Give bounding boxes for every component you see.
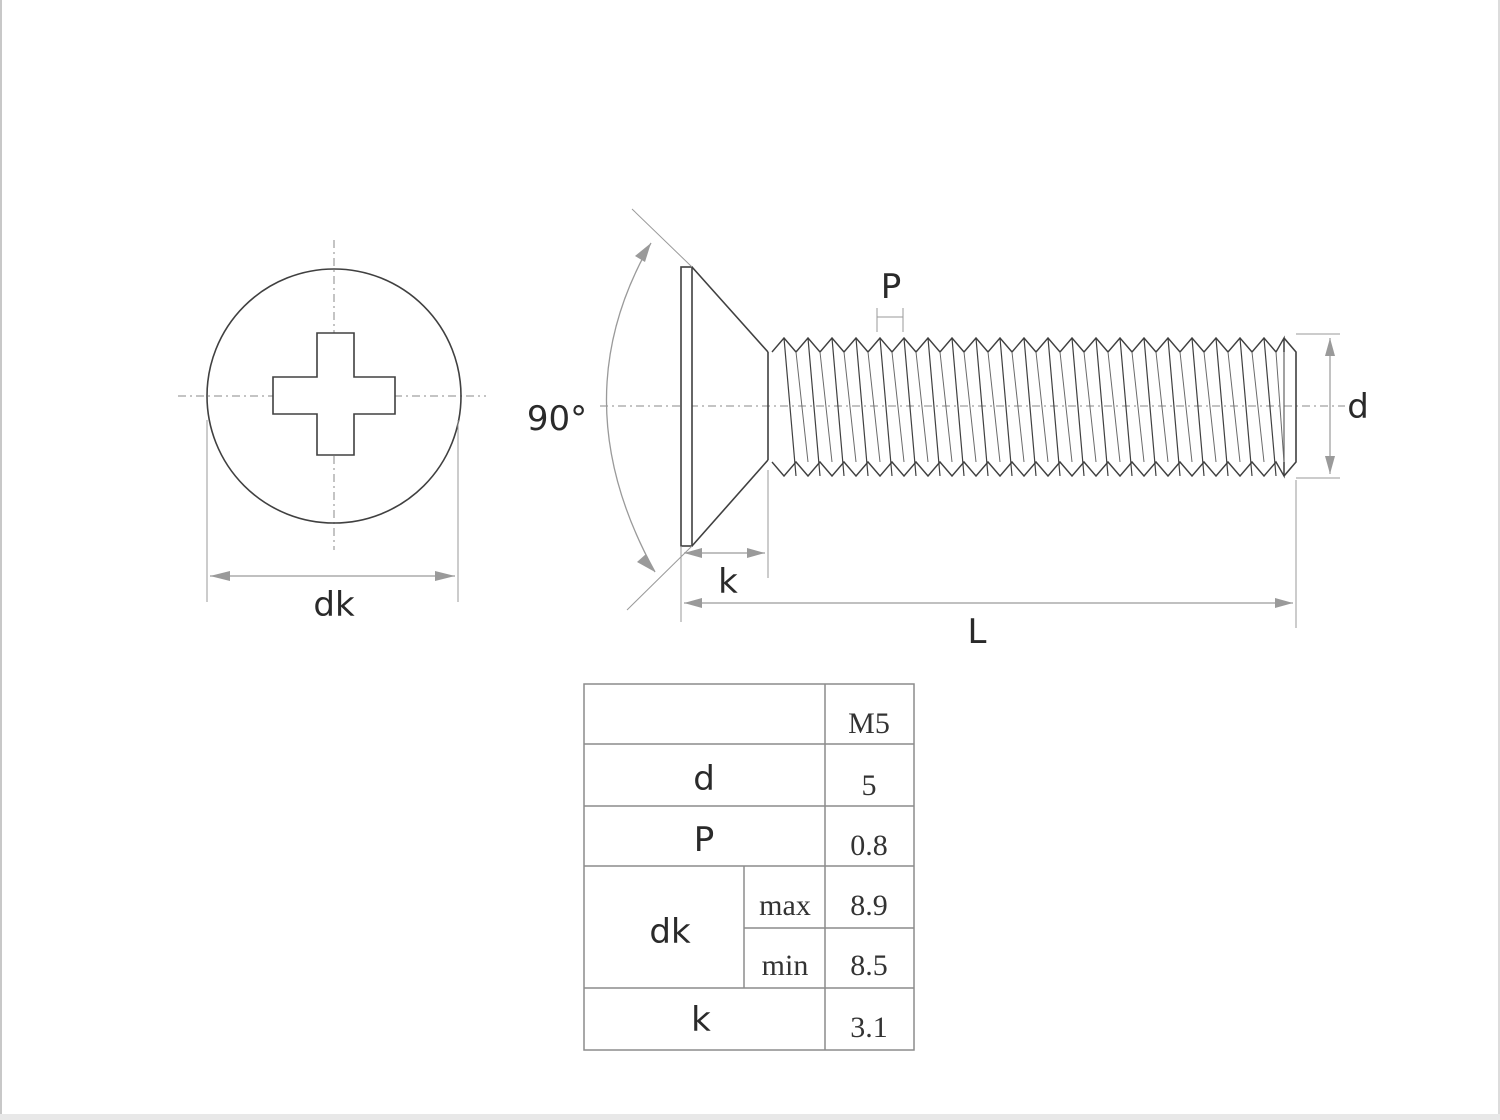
table-d-value: 5 (862, 769, 877, 802)
phillips-cross-recess (272, 332, 396, 456)
thread-crest-line (855, 337, 869, 477)
table-p-value: 0.8 (850, 829, 888, 862)
k-arrow-left (684, 548, 702, 558)
side-view: 90° P d k L (527, 208, 1369, 652)
thread-root-line (819, 351, 833, 463)
thread-root-line (1011, 351, 1025, 463)
bottom-border (0, 1114, 1500, 1120)
thread-root-line (1131, 351, 1145, 463)
head-cone-lower (691, 459, 769, 547)
dk-dimension-label: dk (313, 585, 355, 625)
thread-root-line (915, 351, 929, 463)
thread-crest-line (1167, 337, 1181, 477)
thread-root-line (1107, 351, 1121, 463)
thread-root-line (1155, 351, 1169, 463)
right-border (1498, 0, 1500, 1120)
thread-bottom-profile (771, 460, 1285, 479)
thread-helix-lines (783, 337, 1285, 477)
angle-extension-lower (626, 545, 693, 611)
thread-root-line (963, 351, 977, 463)
spec-table: M5 d 5 P 0.8 dk max 8.9 min 8.5 k 3.1 (583, 683, 915, 1051)
l-arrow-left (684, 598, 702, 608)
dk-arrow-right (435, 571, 455, 581)
thread-root-line (939, 351, 953, 463)
thread-crest-line (903, 337, 917, 477)
thread-crest-line (975, 337, 989, 477)
table-dk-max-label: max (759, 889, 811, 922)
thread-root-line (891, 351, 905, 463)
thread-root-line (843, 351, 857, 463)
thread-root-line (1083, 351, 1097, 463)
angle-arrow-lower (637, 554, 655, 572)
l-label: L (968, 612, 987, 652)
thread-crest-line (927, 337, 941, 477)
thread-crest-line (1239, 337, 1253, 477)
head-cone-upper (691, 266, 769, 353)
thread-root-line (987, 351, 1001, 463)
thread-root-line (1275, 351, 1285, 463)
l-arrow-right (1275, 598, 1293, 608)
dk-arrow-left (210, 571, 230, 581)
thread-crest-line (1047, 337, 1061, 477)
table-p-label: P (694, 820, 715, 860)
thread-crest-line (1071, 337, 1085, 477)
left-border (0, 0, 2, 1120)
angle-arrow-upper (635, 243, 651, 262)
thread-root-line (1203, 351, 1217, 463)
thread-crest-line (1143, 337, 1157, 477)
table-dk-min-value: 8.5 (850, 949, 888, 982)
thread-crest-line (999, 337, 1013, 477)
thread-crest-line (1119, 337, 1133, 477)
k-arrow-right (747, 548, 765, 558)
thread-crest-line (1215, 337, 1229, 477)
table-dk-min-label: min (762, 949, 809, 982)
k-label: k (718, 562, 738, 602)
thread-crest-line (831, 337, 845, 477)
angle-label: 90° (527, 399, 587, 439)
head-circle (206, 268, 462, 524)
thread-top-profile (771, 335, 1285, 354)
thread-crest-line (879, 337, 893, 477)
thread-root-line (1227, 351, 1241, 463)
shank-end-chamfer (1283, 337, 1297, 477)
table-dk-label: dk (649, 912, 691, 952)
thread-root-line (1035, 351, 1049, 463)
table-k-value: 3.1 (850, 1011, 888, 1044)
table-dk-max-value: 8.9 (850, 889, 888, 922)
angle-extension-upper (631, 208, 693, 268)
table-d-label: d (693, 759, 715, 799)
table-size-header: M5 (848, 707, 890, 740)
pitch-label: P (881, 267, 902, 307)
angle-arc (605, 242, 656, 573)
head-top-plate (680, 266, 693, 547)
thread-crest-line (783, 337, 797, 477)
thread-crest-line (1095, 337, 1109, 477)
thread-root-line (867, 351, 881, 463)
table-border (583, 683, 915, 1051)
d-arrow-bottom (1325, 456, 1335, 474)
thread-root-line (795, 351, 809, 463)
thread-root-line (1179, 351, 1193, 463)
thread-crest-line (1023, 337, 1037, 477)
thread-crest-line (951, 337, 965, 477)
thread-crest-line (1263, 337, 1277, 477)
front-view: dk (178, 240, 486, 625)
table-k-label: k (691, 1000, 711, 1040)
thread-crest-line (1191, 337, 1205, 477)
thread-root-line (1251, 351, 1265, 463)
d-label: d (1347, 387, 1369, 427)
thread-root-line (1059, 351, 1073, 463)
thread-crest-line (807, 337, 821, 477)
d-arrow-top (1325, 338, 1335, 356)
